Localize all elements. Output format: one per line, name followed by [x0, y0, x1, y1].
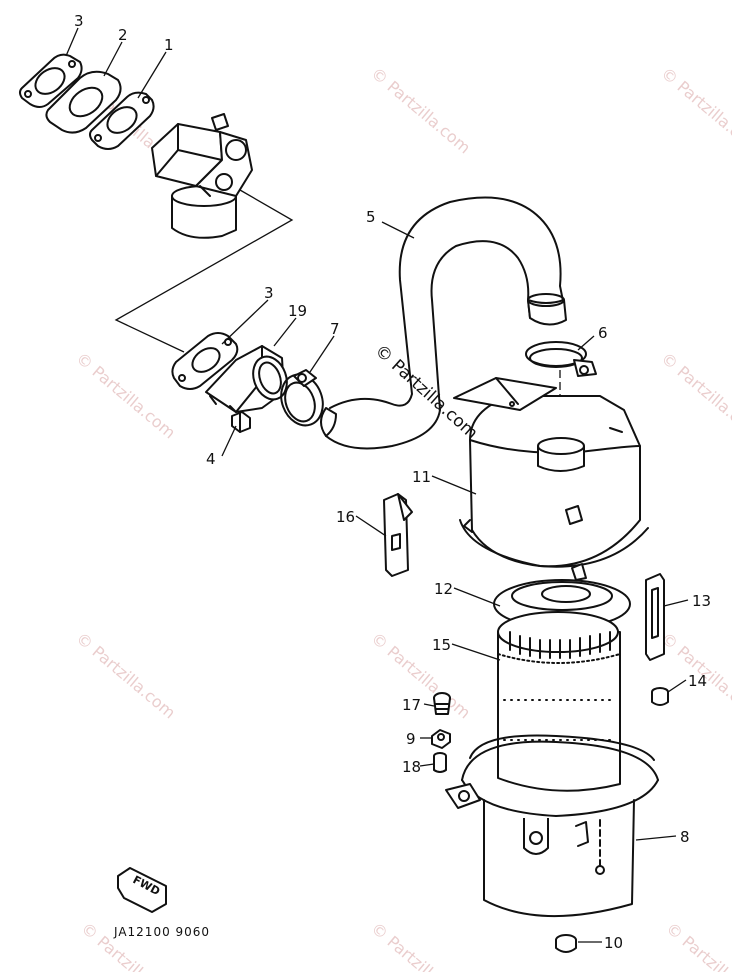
watermark-6: © Partzilla.com: [72, 629, 179, 723]
callout-14: 14: [688, 672, 707, 690]
air-filter-element-15: [497, 611, 621, 792]
clamp-7: [280, 369, 324, 427]
callout-3-lower: 3: [264, 284, 274, 302]
intake-hose-5: [320, 196, 567, 450]
callout-1: 1: [164, 36, 174, 54]
callout-8: 8: [680, 828, 690, 846]
callout-7: 7: [330, 320, 340, 338]
nut-4: [231, 411, 251, 433]
carburetor: [151, 113, 253, 239]
air-cleaner-case-8: [445, 734, 659, 918]
diagram-code: JA12100 9060: [113, 925, 210, 939]
insulator-2: [45, 70, 122, 134]
callout-12: 12: [434, 580, 453, 598]
callout-19: 19: [288, 302, 307, 320]
watermark-11: © Partzilla.com: [662, 919, 732, 972]
callouts: 3 2 1 3 19 7 4 5 6 11 16 12 13 15 14 17 …: [74, 12, 711, 952]
callout-9: 9: [406, 730, 416, 748]
fwd-arrow: FWD: [117, 867, 167, 913]
gasket-3-top: [19, 53, 83, 108]
washer-9: [431, 729, 451, 749]
callout-11: 11: [412, 468, 431, 486]
clamp-6: [525, 341, 597, 377]
watermark-2: © Partzilla.com: [367, 64, 474, 158]
clip-16: [383, 493, 413, 577]
callout-13: 13: [692, 592, 711, 610]
collar-18: [433, 752, 447, 773]
clip-13: [645, 573, 665, 661]
air-cleaner-cap-11: [453, 377, 649, 581]
callout-15: 15: [432, 636, 451, 654]
callout-3-top: 3: [74, 12, 84, 30]
watermark-5: © Partzilla.com: [657, 349, 732, 443]
assembly-bracket-lines: [114, 189, 294, 353]
drain-cap-10: [555, 934, 577, 953]
watermark-10: © Partzilla.com: [367, 919, 474, 972]
leader-lines: [65, 27, 689, 943]
grommet-14: [651, 687, 669, 706]
callout-16: 16: [336, 508, 355, 526]
callout-18: 18: [402, 758, 421, 776]
gasket-3-lower: [171, 332, 239, 390]
callout-4: 4: [206, 450, 216, 468]
gasket-1: [89, 91, 155, 150]
bolt-17: [433, 692, 451, 715]
callout-2: 2: [118, 26, 128, 44]
callout-6: 6: [598, 324, 608, 342]
callout-10: 10: [604, 934, 623, 952]
callout-5: 5: [366, 208, 376, 226]
watermark-4: © Partzilla.com: [72, 349, 179, 443]
callout-17: 17: [402, 696, 421, 714]
watermark-3: © Partzilla.com: [657, 64, 732, 158]
